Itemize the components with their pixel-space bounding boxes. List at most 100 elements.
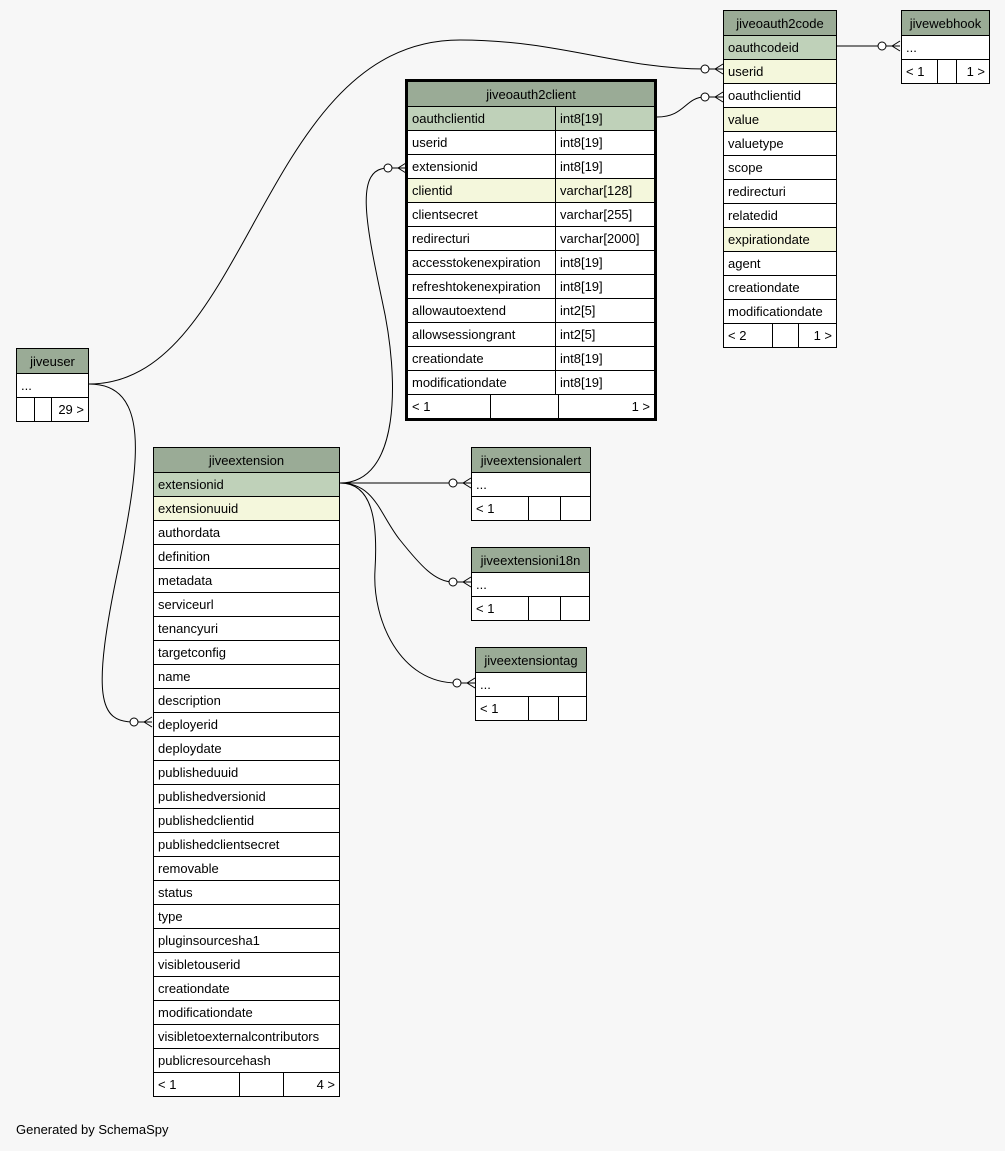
column-row[interactable]: expirationdate	[724, 227, 836, 251]
column-row[interactable]: scope	[724, 155, 836, 179]
parent-count[interactable]: < 1	[158, 1077, 177, 1092]
table-jiveextensionalert[interactable]: jiveextensionalert... < 1	[471, 447, 591, 521]
table-title[interactable]: jiveoauth2code	[736, 15, 824, 31]
column-row[interactable]: ...	[17, 373, 88, 397]
child-count[interactable]	[558, 697, 586, 720]
column-row[interactable]: publisheduuid	[154, 760, 339, 784]
column-type: int8[19]	[555, 107, 654, 130]
table-title[interactable]: jiveextension	[208, 452, 285, 468]
parent-count[interactable]: < 1	[476, 501, 495, 516]
column-row[interactable]: userid	[724, 59, 836, 83]
column-row[interactable]: creationdate	[724, 275, 836, 299]
table-title[interactable]: jiveextensioni18n	[480, 552, 581, 568]
column-row[interactable]: publishedclientid	[154, 808, 339, 832]
table-footer: < 2 1 >	[724, 323, 836, 347]
column-row[interactable]: name	[154, 664, 339, 688]
table-title[interactable]: jivewebhook	[909, 15, 982, 31]
column-row[interactable]: modificationdate	[724, 299, 836, 323]
column-row[interactable]: creationdate	[154, 976, 339, 1000]
column-name: creationdate	[412, 351, 484, 366]
column-row[interactable]: oauthclientid int8[19]	[408, 106, 654, 130]
column-row[interactable]: pluginsourcesha1	[154, 928, 339, 952]
column-row[interactable]: removable	[154, 856, 339, 880]
column-row[interactable]: modificationdate	[154, 1000, 339, 1024]
child-count[interactable]: 1 >	[558, 395, 654, 418]
column-row[interactable]: oauthclientid	[724, 83, 836, 107]
child-count[interactable]: 1 >	[956, 60, 989, 83]
column-row[interactable]: valuetype	[724, 131, 836, 155]
column-row[interactable]: type	[154, 904, 339, 928]
table-title[interactable]: jiveextensiontag	[484, 652, 578, 668]
optional-marker-icon	[700, 92, 710, 102]
column-row[interactable]: value	[724, 107, 836, 131]
many-crowfoot-icon	[461, 677, 476, 689]
column-row[interactable]: agent	[724, 251, 836, 275]
column-row[interactable]: ...	[476, 672, 586, 696]
child-count[interactable]: 29 >	[51, 398, 88, 421]
column-row[interactable]: authordata	[154, 520, 339, 544]
column-name: name	[158, 669, 191, 684]
column-row[interactable]: publicresourcehash	[154, 1048, 339, 1072]
child-count[interactable]	[560, 497, 590, 520]
column-name: pluginsourcesha1	[158, 933, 260, 948]
column-row[interactable]: serviceurl	[154, 592, 339, 616]
column-row[interactable]: ...	[472, 472, 590, 496]
table-jiveextensiontag[interactable]: jiveextensiontag... < 1	[475, 647, 587, 721]
column-row[interactable]: redirecturi	[724, 179, 836, 203]
column-type: int8[19]	[555, 371, 654, 394]
child-count[interactable]: 1 >	[798, 324, 836, 347]
column-row[interactable]: ...	[472, 572, 589, 596]
child-count[interactable]: 4 >	[283, 1073, 339, 1096]
table-jiveextensioni18n[interactable]: jiveextensioni18n... < 1	[471, 547, 590, 621]
child-count[interactable]	[560, 597, 589, 620]
column-row[interactable]: targetconfig	[154, 640, 339, 664]
parent-count[interactable]: < 1	[412, 399, 431, 414]
parent-count[interactable]	[17, 398, 34, 421]
column-row[interactable]: tenancyuri	[154, 616, 339, 640]
column-row[interactable]: extensionuuid	[154, 496, 339, 520]
table-jivewebhook[interactable]: jivewebhook... < 1 1 >	[901, 10, 990, 84]
column-row[interactable]: visibletouserid	[154, 952, 339, 976]
column-row[interactable]: description	[154, 688, 339, 712]
column-name: ...	[21, 378, 32, 393]
table-jiveuser[interactable]: jiveuser... 29 >	[16, 348, 89, 422]
column-name: userid	[412, 135, 448, 150]
parent-count[interactable]: < 1	[906, 64, 925, 79]
table-title[interactable]: jiveoauth2client	[486, 86, 576, 102]
column-row[interactable]: extensionid	[154, 472, 339, 496]
column-row[interactable]: publishedversionid	[154, 784, 339, 808]
column-name: oauthclientid	[412, 111, 485, 126]
column-row[interactable]: oauthcodeid	[724, 35, 836, 59]
column-row[interactable]: definition	[154, 544, 339, 568]
column-row[interactable]: ...	[902, 35, 989, 59]
column-row[interactable]: visibletoexternalcontributors	[154, 1024, 339, 1048]
column-row[interactable]: metadata	[154, 568, 339, 592]
parent-count[interactable]: < 1	[480, 701, 499, 716]
column-row[interactable]: deploydate	[154, 736, 339, 760]
table-title[interactable]: jiveuser	[30, 353, 75, 369]
parent-count[interactable]: < 2	[728, 328, 747, 343]
column-row[interactable]: relatedid	[724, 203, 836, 227]
optional-marker-icon	[700, 64, 710, 74]
column-row[interactable]: status	[154, 880, 339, 904]
column-row[interactable]: publishedclientsecret	[154, 832, 339, 856]
table-footer: 29 >	[17, 397, 88, 421]
many-crowfoot-icon	[457, 477, 472, 489]
parent-count[interactable]: < 1	[476, 601, 495, 616]
column-row[interactable]: deployerid	[154, 712, 339, 736]
table-title[interactable]: jiveextensionalert	[480, 452, 582, 468]
